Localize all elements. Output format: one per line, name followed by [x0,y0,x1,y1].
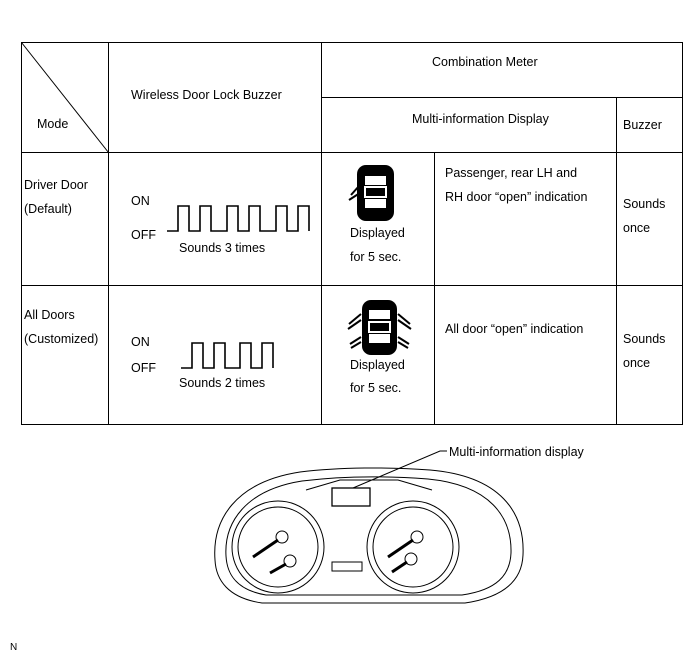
row2-mode-line1: All Doors [24,308,75,322]
row1-off-label: OFF [131,228,156,242]
row2-sounds-count: Sounds 2 times [179,376,266,390]
row2-buzzer-line2: once [623,356,651,370]
header-mode: Mode [37,117,69,131]
waveform-3-pulses [167,205,310,232]
row1-displayed-line1: Displayed [350,226,405,240]
callout-multi-information-display: Multi-information display [449,445,584,459]
header-combination-meter: Combination Meter [432,55,538,69]
corner-mark: N [10,642,18,653]
row1-indication-line1: Passenger, rear LH and [445,166,578,180]
header-buzzer: Buzzer [623,118,662,132]
car-display-icon-2 [347,300,412,355]
multi-information-display-screen [331,487,371,507]
row1-displayed-line2: for 5 sec. [350,250,402,264]
callout-leader [352,450,447,489]
car-display-icon-1 [348,165,394,221]
row1-sounds-count: Sounds 3 times [179,241,266,255]
waveform-2-pulses [181,342,274,369]
row2-displayed-line2: for 5 sec. [350,381,402,395]
row1-mode-line2: (Default) [24,202,72,216]
row1-on-label: ON [131,194,150,208]
row1-indication-line2: RH door “open” indication [445,190,588,204]
header-multi-information-display: Multi-information Display [412,112,549,126]
header-diagonal [21,42,109,153]
row1-mode-line1: Driver Door [24,178,88,192]
row2-on-label: ON [131,335,150,349]
row2-displayed-line1: Displayed [350,358,405,372]
table-border [21,42,683,425]
header-wireless-door-lock-buzzer: Wireless Door Lock Buzzer [131,88,282,102]
row2-off-label: OFF [131,361,156,375]
row1-buzzer-line2: once [623,221,651,235]
row2-buzzer-line1: Sounds [623,332,666,346]
row2-indication-line1: All door “open” indication [445,322,584,336]
row1-buzzer-line1: Sounds [623,197,666,211]
row2-mode-line2: (Customized) [24,332,99,346]
instrument-cluster-illustration [214,450,524,604]
